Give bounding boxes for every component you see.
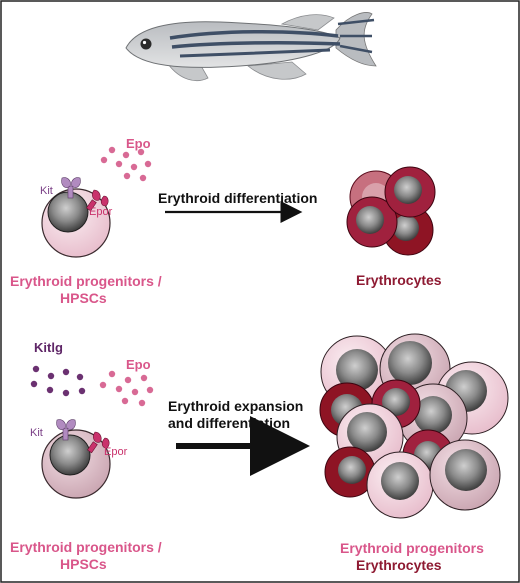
bottom-epor-receptor <box>87 431 110 454</box>
bottom-epo-dots <box>99 370 154 407</box>
bottom-progenitor-cell <box>41 419 111 499</box>
bottom-result-label-line2: Erythrocytes <box>356 557 442 573</box>
erythrocyte <box>346 196 398 248</box>
bottom-kitlg-dots <box>30 365 86 397</box>
bottom-epo-label: Epo <box>126 357 151 372</box>
top-panel: Epo Kit Epor Erythroid di <box>10 136 442 306</box>
bottom-kit-label: Kit <box>30 427 43 439</box>
bottom-mixed-cluster <box>319 333 509 519</box>
top-epor-receptor <box>86 189 109 212</box>
top-kit-label: Kit <box>40 185 53 197</box>
top-kit-receptor <box>61 177 81 199</box>
bottom-epor-label: Epor <box>104 446 128 458</box>
top-source-label-line1: Erythroid progenitors / <box>10 273 162 289</box>
progenitor-cell <box>429 439 501 511</box>
top-source-label-line2: HPSCs <box>60 290 107 306</box>
erythrocyte <box>384 166 436 218</box>
bottom-source-label-line1: Erythroid progenitors / <box>10 539 162 555</box>
bottom-kit-receptor <box>56 419 76 441</box>
top-progenitor-cell <box>41 177 111 258</box>
bottom-arrow-label-line1: Erythroid expansion <box>168 398 303 414</box>
bottom-source-label-line2: HPSCs <box>60 556 107 572</box>
bottom-kitlg-label: Kitlg <box>34 340 63 355</box>
bottom-result-label-line1: Erythroid progenitors <box>340 540 484 556</box>
zebrafish-illustration <box>125 12 377 81</box>
progenitor-cell <box>366 451 434 519</box>
top-arrow-label: Erythroid differentiation <box>158 190 317 206</box>
top-erythrocyte-cluster <box>346 166 436 256</box>
top-epo-label: Epo <box>126 136 151 151</box>
top-epor-label: Epor <box>89 206 113 218</box>
bottom-panel: Kitlg Epo Kit Epor <box>10 333 509 573</box>
top-epo-dots <box>100 146 152 182</box>
bottom-arrow-label-line2: and differentiation <box>168 415 290 431</box>
top-result-label: Erythrocytes <box>356 272 442 288</box>
